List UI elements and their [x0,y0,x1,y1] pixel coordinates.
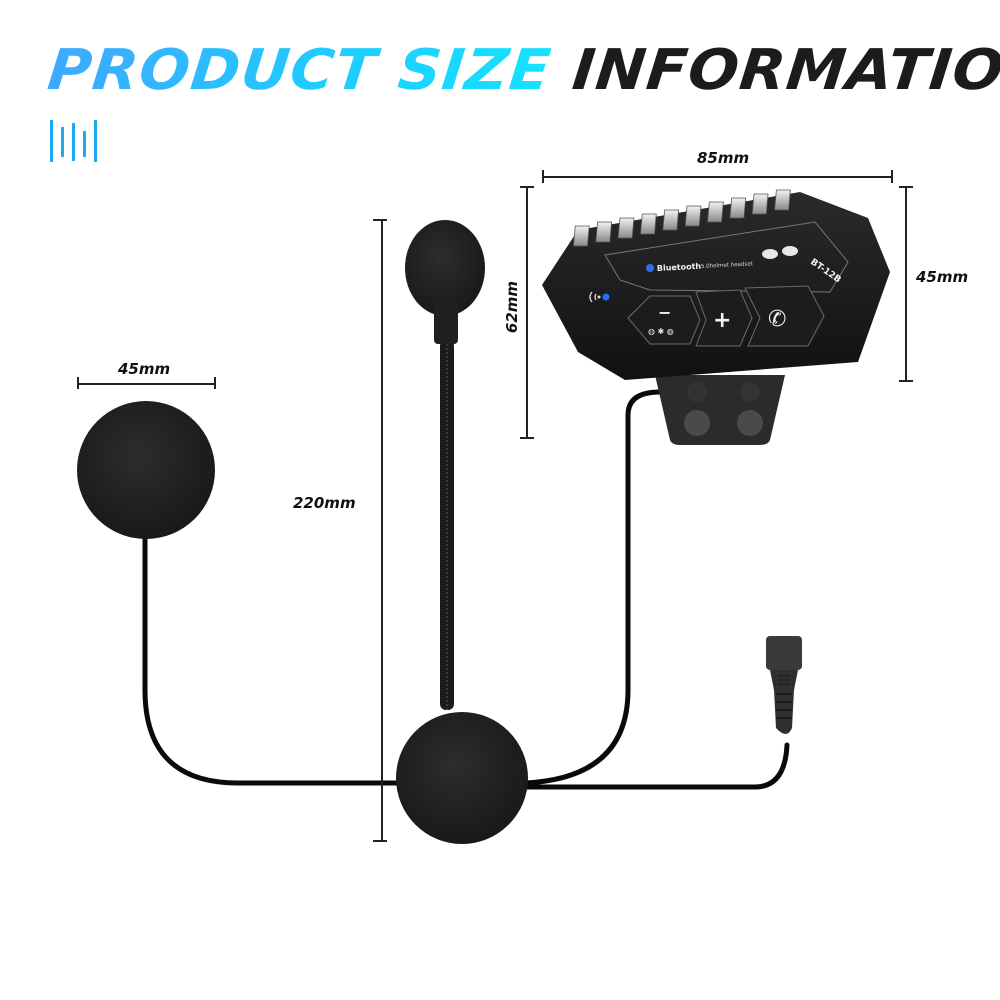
microphone-icon [405,220,485,710]
svg-text:✆: ✆ [768,307,786,332]
depth-label: 45mm [916,268,969,286]
svg-text:−: − [658,303,671,322]
mount-clip [655,375,785,445]
speaker-icon [396,712,528,844]
dimension-line-height [526,186,528,438]
dimension-line-speaker [77,383,215,385]
plug-icon [766,636,802,734]
headset-unit [542,189,890,380]
svg-text:5.0helmet headset: 5.0helmet headset [701,261,754,270]
vertical-bars-icon [50,118,100,164]
dimension-line-cable [381,219,383,841]
status-led [602,293,610,301]
svg-text:◍ ✱ ◍: ◍ ✱ ◍ [648,327,674,336]
height-label: 62mm [503,280,522,334]
cable-length-label: 220mm [293,494,356,512]
speaker-diameter-label: 45mm [118,360,171,378]
dimension-line-depth [905,186,907,381]
speaker-icon [77,401,215,539]
width-label: 85mm [697,149,750,167]
dimension-line-width [542,176,892,178]
svg-text:+: + [713,308,731,333]
cables [142,389,790,790]
brand-label: Bluetooth [657,262,702,273]
